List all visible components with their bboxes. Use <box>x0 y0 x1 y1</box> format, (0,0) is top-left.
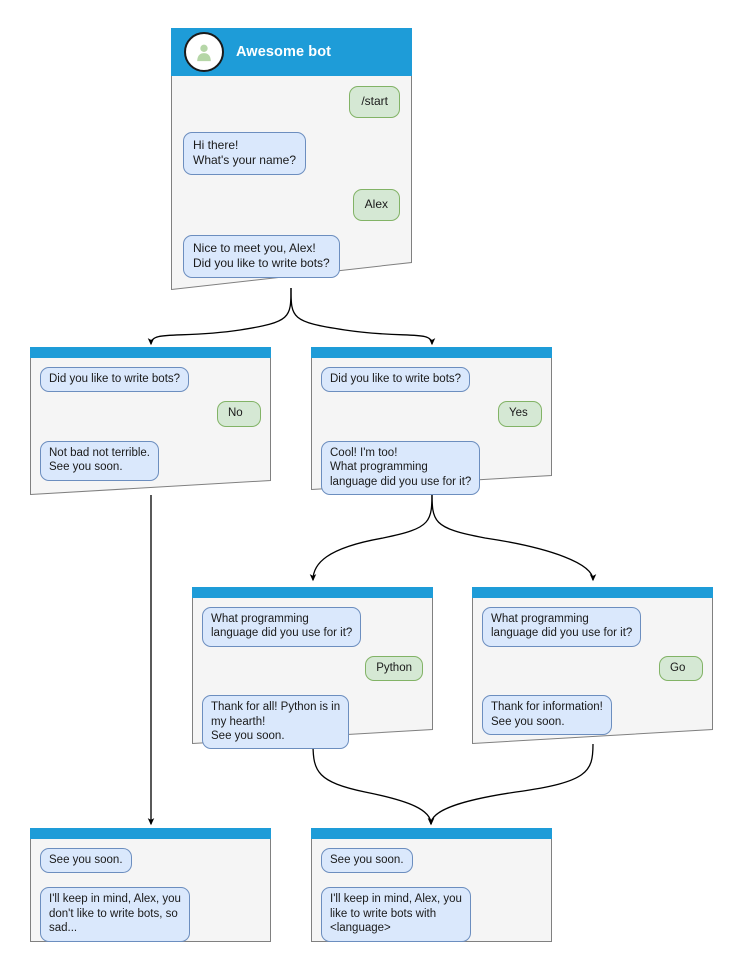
message-row: Not bad not terrible. See you soon. <box>40 440 261 481</box>
user-message-bubble: /start <box>349 86 400 118</box>
edge-python-to-end-yes <box>312 743 435 826</box>
bot-message-bubble: Cool! I'm too! What programming language… <box>321 440 481 496</box>
node-end-no-chat: See you soon. I'll keep in mind, Alex, y… <box>30 839 271 942</box>
message-row: Thank for information! See you soon. <box>482 695 703 736</box>
bot-message-bubble: Not bad not terrible. See you soon. <box>40 440 160 481</box>
node-no-branch-chat: Did you like to write bots? No Not bad n… <box>30 358 271 495</box>
message-row: Go <box>482 655 703 682</box>
spacer <box>40 873 261 887</box>
edge-go-to-end-yes <box>427 743 594 826</box>
message-row: See you soon. <box>321 848 542 874</box>
node-go-branch-chat: What programming language did you use fo… <box>472 598 713 744</box>
user-message-bubble: Yes <box>498 401 542 427</box>
node-root[interactable]: Awesome bot /start Hi there! What's your… <box>171 28 412 290</box>
edge-root-to-no <box>147 287 292 346</box>
node-python-branch-chat: What programming language did you use fo… <box>192 598 433 750</box>
bot-message-bubble: Nice to meet you, Alex! Did you like to … <box>183 235 340 278</box>
spacer <box>321 427 542 441</box>
message-row: What programming language did you use fo… <box>202 607 423 647</box>
node-yes-branch-titlebar <box>311 347 552 358</box>
message-row: See you soon. <box>40 848 261 874</box>
node-end-yes[interactable]: See you soon. I'll keep in mind, Alex, y… <box>311 828 552 942</box>
edge-yes-to-python <box>309 489 433 582</box>
spacer <box>321 873 542 887</box>
message-row: Nice to meet you, Alex! Did you like to … <box>183 235 400 278</box>
message-row: Alex <box>183 189 400 221</box>
bot-message-bubble: Thank for information! See you soon. <box>482 695 612 736</box>
message-row: Thank for all! Python is in my hearth! S… <box>202 695 423 750</box>
node-go-branch[interactable]: What programming language did you use fo… <box>472 587 713 744</box>
message-row: I'll keep in mind, Alex, you don't like … <box>40 887 261 942</box>
message-row: I'll keep in mind, Alex, you like to wri… <box>321 887 542 942</box>
spacer <box>482 681 703 695</box>
spacer <box>183 221 400 235</box>
person-avatar-icon <box>184 32 224 72</box>
bot-message-bubble: What programming language did you use fo… <box>202 607 362 647</box>
user-message-bubble: Python <box>365 655 423 682</box>
node-root-header: Awesome bot <box>171 28 412 76</box>
node-python-branch[interactable]: What programming language did you use fo… <box>192 587 433 750</box>
bot-message-bubble: I'll keep in mind, Alex, you don't like … <box>40 887 190 942</box>
spacer <box>202 647 423 656</box>
message-row: Did you like to write bots? <box>321 367 542 393</box>
node-end-no-titlebar <box>30 828 271 839</box>
spacer <box>183 175 400 189</box>
message-row: Did you like to write bots? <box>40 367 261 393</box>
node-end-no[interactable]: See you soon. I'll keep in mind, Alex, y… <box>30 828 271 942</box>
node-root-chat: /start Hi there! What's your name? Alex … <box>171 76 412 290</box>
bot-message-bubble: Hi there! What's your name? <box>183 132 307 175</box>
message-row: Hi there! What's your name? <box>183 132 400 175</box>
bot-message-bubble: I'll keep in mind, Alex, you like to wri… <box>321 887 471 942</box>
node-no-branch-titlebar <box>30 347 271 358</box>
message-row: /start <box>183 86 400 118</box>
message-row: What programming language did you use fo… <box>482 607 703 647</box>
bot-message-bubble: Thank for all! Python is in my hearth! S… <box>202 695 350 750</box>
spacer <box>183 118 400 132</box>
node-go-branch-titlebar <box>472 587 713 598</box>
bot-message-bubble: See you soon. <box>321 848 413 874</box>
node-end-yes-chat: See you soon. I'll keep in mind, Alex, y… <box>311 839 552 942</box>
bot-message-bubble: See you soon. <box>40 848 132 874</box>
spacer <box>321 392 542 401</box>
user-message-bubble: No <box>217 401 261 427</box>
node-end-yes-titlebar <box>311 828 552 839</box>
user-message-bubble: Alex <box>352 189 400 221</box>
node-python-branch-titlebar <box>192 587 433 598</box>
spacer <box>482 647 703 656</box>
spacer <box>40 427 261 441</box>
bot-message-bubble: Did you like to write bots? <box>40 367 190 393</box>
node-yes-branch-chat: Did you like to write bots? Yes Cool! I'… <box>311 358 552 496</box>
node-root-title: Awesome bot <box>236 44 332 60</box>
node-yes-branch[interactable]: Did you like to write bots? Yes Cool! I'… <box>311 347 552 496</box>
message-row: Cool! I'm too! What programming language… <box>321 440 542 496</box>
message-row: Yes <box>321 401 542 427</box>
message-row: Python <box>202 655 423 682</box>
bot-message-bubble: What programming language did you use fo… <box>482 607 642 647</box>
bot-message-bubble: Did you like to write bots? <box>321 367 471 393</box>
node-no-branch[interactable]: Did you like to write bots? No Not bad n… <box>30 347 271 495</box>
edge-root-to-yes <box>290 287 436 346</box>
message-row: No <box>40 401 261 427</box>
spacer <box>40 392 261 401</box>
edge-yes-to-go <box>431 489 597 582</box>
spacer <box>202 681 423 695</box>
user-message-bubble: Go <box>659 655 703 682</box>
